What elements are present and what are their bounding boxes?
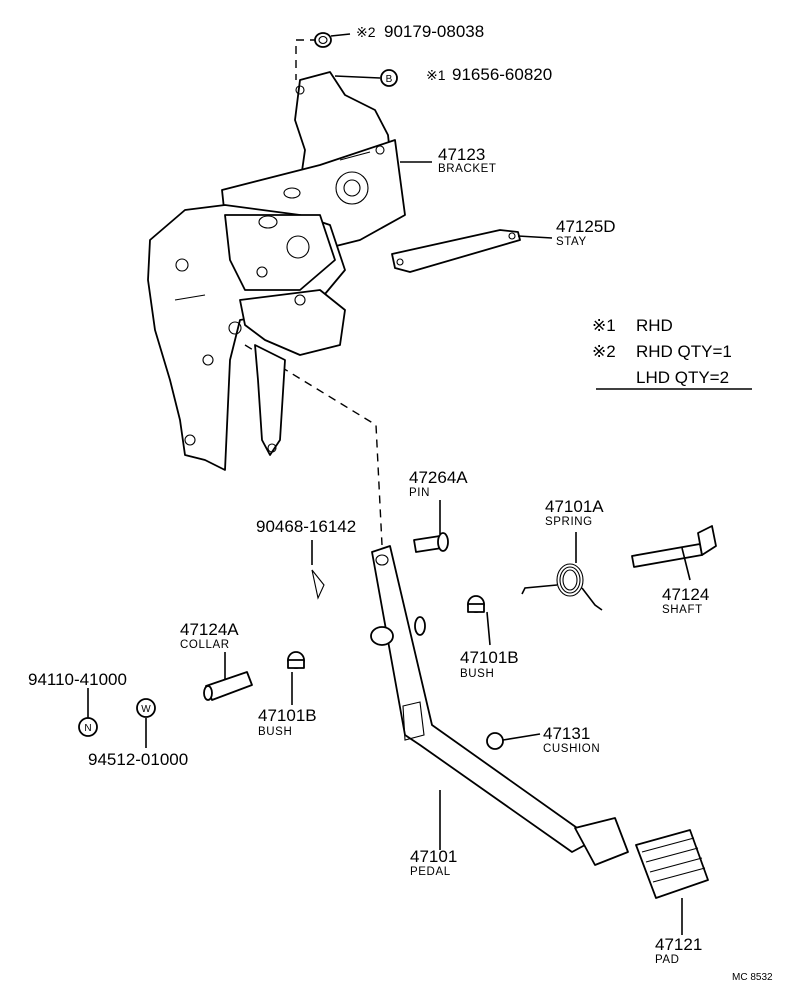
label-name-pin: PIN <box>409 487 430 499</box>
label-name-cushion: CUSHION <box>543 743 600 755</box>
label-part-90179: 90179-08038 <box>384 22 484 41</box>
shaft-47124 <box>631 525 717 581</box>
spring-47101a <box>521 532 603 611</box>
collar-47124a <box>203 652 253 701</box>
dashed-leader-nut <box>295 39 318 80</box>
label-part-47131: 47131 <box>543 724 590 743</box>
label-part-91656-mark: ※1 <box>426 67 446 83</box>
badge-n-label: N <box>84 723 91 734</box>
badge-w: W <box>136 698 156 748</box>
pin-47264a <box>413 500 449 553</box>
bush-47101b-right <box>467 595 491 646</box>
label-name-pad: PAD <box>655 954 680 966</box>
label-name-bush-left: BUSH <box>258 726 292 738</box>
stay-47125d <box>391 229 521 273</box>
bracket-assembly <box>147 71 406 471</box>
label-part-47124: 47124 <box>662 585 709 604</box>
label-part-47101: 47101 <box>410 847 457 866</box>
label-name-shaft: SHAFT <box>662 604 703 616</box>
cotter-pin-90468 <box>311 540 325 600</box>
label-name-collar: COLLAR <box>180 639 230 651</box>
leader-stay <box>517 235 553 239</box>
label-name-bracket: BRACKET <box>438 163 497 175</box>
nut-90179-08038 <box>314 32 351 48</box>
diagram-code: MC 8532 <box>732 972 773 983</box>
label-part-47123: 47123 <box>438 145 485 164</box>
pedal-47101 <box>370 545 629 866</box>
legend-mark-2: ※2 <box>592 342 616 361</box>
legend-text-2: RHD QTY=1 <box>636 342 732 361</box>
label-part-47124a: 47124A <box>180 620 239 639</box>
label-name-bush-right: BUSH <box>460 668 494 680</box>
label-name-stay: STAY <box>556 236 587 248</box>
legend-mark-1: ※1 <box>592 316 616 335</box>
label-part-47264a: 47264A <box>409 468 468 487</box>
badge-b: B <box>380 69 398 87</box>
label-part-91656: 91656-60820 <box>452 65 552 84</box>
label-part-47101b-right: 47101B <box>460 648 519 667</box>
bush-47101b-left <box>287 651 305 705</box>
label-part-90468: 90468-16142 <box>256 517 356 536</box>
label-part-90179-mark: ※2 <box>356 24 376 40</box>
legend-text-3: LHD QTY=2 <box>636 368 729 387</box>
cushion-47131 <box>486 732 541 750</box>
pad-47121 <box>635 829 709 899</box>
label-name-spring: SPRING <box>545 516 593 528</box>
badge-w-label: W <box>141 704 151 715</box>
leader-91656 <box>334 75 381 79</box>
label-part-47101b-left: 47101B <box>258 706 317 725</box>
label-part-94512: 94512-01000 <box>88 750 188 769</box>
legend-text-1: RHD <box>636 316 673 335</box>
label-name-pedal: PEDAL <box>410 866 451 878</box>
label-part-47101a: 47101A <box>545 497 604 516</box>
badge-b-label: B <box>386 74 393 85</box>
label-part-47125d: 47125D <box>556 217 616 236</box>
legend: ※1 RHD ※2 RHD QTY=1 LHD QTY=2 <box>592 316 752 390</box>
label-part-94110: 94110-41000 <box>28 670 127 689</box>
badge-n: N <box>78 688 98 737</box>
label-part-47121: 47121 <box>655 935 702 954</box>
